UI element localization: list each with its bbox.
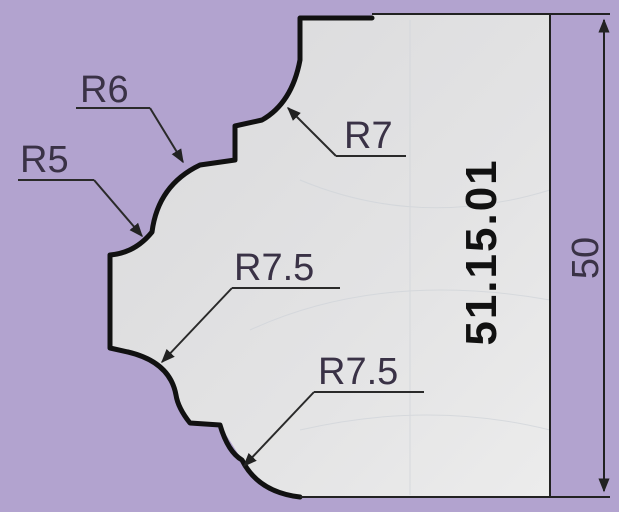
height-dimension-label: 50: [565, 237, 607, 279]
r6-label: R6: [80, 69, 129, 111]
cutter-profile: [110, 14, 550, 497]
r7-5-lower-label: R7.5: [318, 351, 398, 393]
r7-callout: R7: [287, 107, 406, 157]
profile-outline: [107, 15, 375, 500]
r5-label: R5: [20, 139, 69, 181]
r7-5-upper-callout: R7.5: [161, 247, 340, 364]
r7-label: R7: [344, 115, 393, 157]
plate-texture: [249, 20, 551, 495]
r5-callout: R5: [18, 139, 143, 238]
r7-5-upper-label: R7.5: [234, 247, 314, 289]
r6-callout: R6: [76, 69, 184, 164]
part-number: 51.15.01: [457, 158, 506, 345]
r7-5-lower-callout: R7.5: [243, 351, 424, 468]
